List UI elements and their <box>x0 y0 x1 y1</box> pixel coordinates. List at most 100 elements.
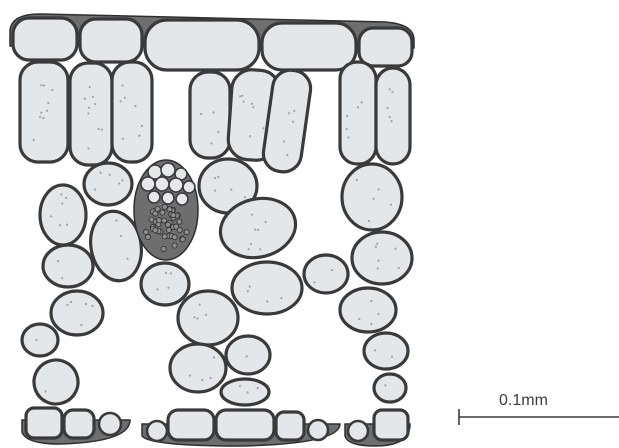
chloroplast <box>170 272 172 274</box>
chloroplast <box>246 355 248 357</box>
chloroplast <box>141 125 143 127</box>
phloem-cell <box>167 207 172 212</box>
phloem-cell <box>143 229 148 234</box>
chloroplast <box>47 102 49 104</box>
chloroplast <box>94 188 96 190</box>
chloroplast <box>257 387 259 389</box>
chloroplast <box>35 339 37 341</box>
chloroplast <box>33 139 35 141</box>
chloroplast <box>205 314 207 316</box>
chloroplast <box>389 88 391 90</box>
chloroplast <box>165 272 167 274</box>
chloroplast <box>347 136 349 138</box>
chloroplast <box>124 97 126 99</box>
chloroplast <box>373 198 375 200</box>
palisade-cell <box>20 62 68 162</box>
vascular-bundle <box>134 160 198 260</box>
phloem-cell <box>172 243 177 248</box>
chloroplast <box>230 189 232 191</box>
chloroplast <box>370 323 372 325</box>
chloroplast <box>249 286 251 288</box>
xylem-vessel <box>183 181 195 193</box>
chloroplast <box>42 117 44 119</box>
chloroplast <box>50 215 52 217</box>
phloem-cell <box>160 210 165 215</box>
phloem-cell <box>162 234 167 239</box>
xylem-vessel <box>141 177 155 191</box>
chloroplast <box>378 188 380 190</box>
chloroplast <box>391 91 393 93</box>
spongy-cell <box>226 336 270 374</box>
xylem <box>141 163 195 205</box>
chloroplast <box>61 277 63 279</box>
chloroplast <box>201 379 203 381</box>
phloem-cell <box>180 237 185 242</box>
chloroplast <box>313 281 315 283</box>
chloroplast <box>214 177 216 179</box>
phloem-cell <box>161 246 166 251</box>
chloroplast <box>87 112 89 114</box>
spongy-cell <box>304 255 348 293</box>
chloroplast <box>357 106 359 108</box>
phloem-cell <box>171 213 176 218</box>
spongy-cell <box>232 262 302 314</box>
chloroplast <box>91 305 93 307</box>
chloroplast <box>390 120 392 122</box>
guard-cell <box>99 413 121 435</box>
palisade-mesophyll <box>20 62 410 174</box>
phloem-cell <box>145 234 150 239</box>
chloroplast <box>121 85 123 87</box>
phloem-cell <box>177 219 182 224</box>
chloroplast <box>118 183 120 185</box>
epidermal-cell <box>276 412 304 440</box>
chloroplast <box>189 374 191 376</box>
chloroplast <box>210 377 212 379</box>
chloroplast <box>376 243 378 245</box>
spongy-mesophyll <box>22 159 412 410</box>
spongy-cell <box>170 344 226 392</box>
palisade-cell <box>190 72 230 158</box>
guard-cell <box>348 421 368 441</box>
epidermal-cell <box>13 18 77 60</box>
phloem-cell <box>172 235 177 240</box>
chloroplast <box>217 176 219 178</box>
chloroplast <box>43 84 45 86</box>
spongy-cell <box>51 291 103 335</box>
chloroplast <box>368 220 370 222</box>
chloroplast <box>101 128 103 130</box>
spongy-cell <box>352 232 412 284</box>
palisade-cell <box>376 68 410 164</box>
chloroplast <box>109 174 111 176</box>
chloroplast <box>384 384 386 386</box>
chloroplast <box>377 267 379 269</box>
xylem-vessel <box>155 177 169 191</box>
chloroplast <box>87 147 89 149</box>
chloroplast <box>266 300 268 302</box>
xylem-vessel <box>161 163 175 177</box>
chloroplast <box>346 128 348 130</box>
chloroplast <box>370 300 372 302</box>
scale-bar: 0.1mm <box>459 392 619 425</box>
chloroplast <box>60 193 62 195</box>
chloroplast <box>247 290 249 292</box>
chloroplast <box>65 197 67 199</box>
chloroplast <box>244 196 246 198</box>
chloroplast <box>39 116 41 118</box>
epidermal-cell <box>64 410 94 438</box>
chloroplast <box>66 304 68 306</box>
phloem-cell <box>184 230 189 235</box>
guard-cell <box>308 420 328 440</box>
chloroplast <box>360 101 362 103</box>
chloroplast <box>89 86 91 88</box>
chloroplast <box>97 128 99 130</box>
chloroplast <box>61 202 63 204</box>
chloroplast <box>398 267 400 269</box>
chloroplast <box>199 303 201 305</box>
chloroplast <box>57 260 59 262</box>
spongy-cell <box>178 291 238 345</box>
epidermal-cell <box>168 410 214 440</box>
chloroplast <box>356 179 358 181</box>
phloem-cell <box>153 228 158 233</box>
phloem-cell <box>162 218 167 223</box>
